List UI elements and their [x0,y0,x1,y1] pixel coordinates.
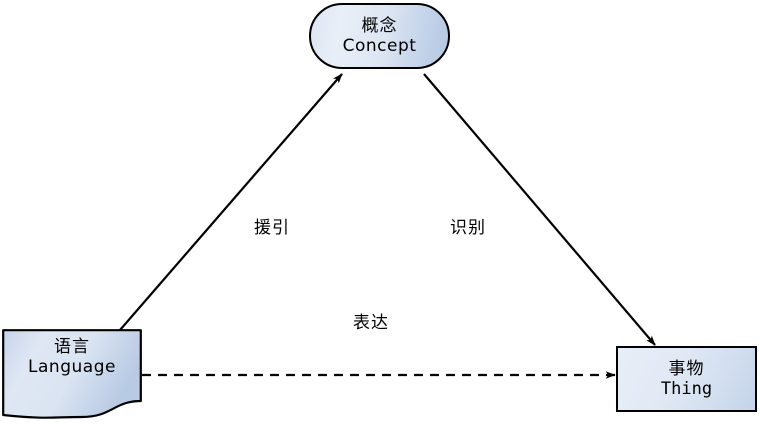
node-thing-label-cn: 事物 [668,358,705,379]
document-shape-icon [2,329,142,419]
node-thing-label-en: Thing [660,379,713,399]
edge-language-to-concept [119,73,343,331]
edge-label-express: 表达 [353,313,389,333]
node-language-text: 语言 Language [2,337,142,377]
node-language-label-en: Language [28,357,116,378]
node-concept[interactable]: 概念 Concept [309,3,450,69]
edge-label-cite: 援引 [254,218,290,238]
node-language-label-cn: 语言 [54,337,90,357]
edge-label-identify: 识别 [450,218,486,238]
edge-concept-to-thing [423,73,656,346]
node-concept-label-cn: 概念 [361,15,398,36]
node-concept-label-en: Concept [342,36,417,56]
node-language[interactable]: 语言 Language [2,329,142,421]
node-thing[interactable]: 事物 Thing [616,346,757,412]
